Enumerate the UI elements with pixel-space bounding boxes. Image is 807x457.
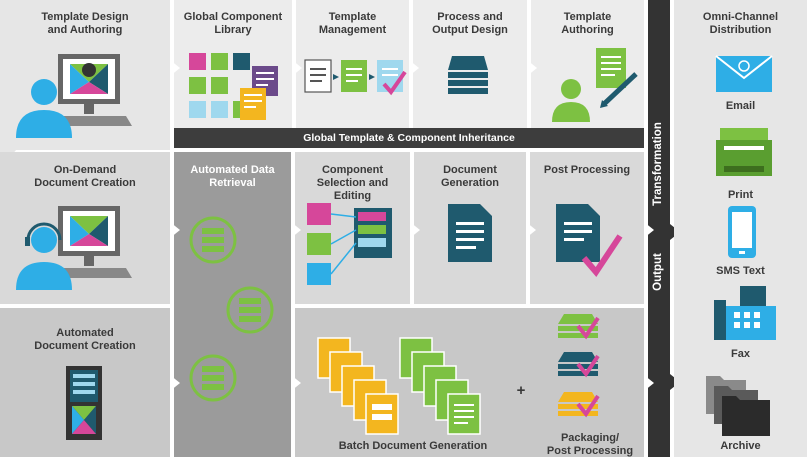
label-print: Print bbox=[727, 189, 754, 201]
label-plus: + bbox=[516, 382, 526, 399]
row1-chevron bbox=[0, 147, 170, 160]
desktop-monitor-icon bbox=[54, 206, 132, 278]
label-inheritance: Global Template & Component Inheritance bbox=[303, 132, 515, 144]
envelope-icon bbox=[715, 55, 773, 92]
document-batch-icon bbox=[399, 337, 481, 435]
transformation-output-column bbox=[648, 0, 670, 457]
label-document-generation: Document Generation bbox=[440, 164, 500, 189]
label-process-output-design: Process and Output Design bbox=[432, 11, 508, 36]
label-template-authoring: Template Authoring bbox=[561, 11, 614, 36]
label-distribution: Omni-Channel Distribution bbox=[702, 11, 779, 36]
database-icon bbox=[189, 354, 237, 402]
database-icon bbox=[226, 286, 274, 334]
document-flow-icon bbox=[304, 59, 407, 96]
desktop-monitor-icon bbox=[54, 54, 132, 126]
package-stack-icon bbox=[558, 352, 600, 378]
paper-stack-icon bbox=[448, 56, 488, 94]
fax-icon bbox=[714, 286, 776, 340]
label-on-demand: On-Demand Document Creation bbox=[34, 164, 136, 189]
package-stack-icon bbox=[558, 392, 600, 418]
label-sms-text: SMS Text bbox=[716, 265, 765, 277]
label-component-library: Global Component Library bbox=[183, 11, 283, 36]
label-packaging: Packaging/ Post Processing bbox=[546, 432, 634, 457]
label-archive: Archive bbox=[720, 440, 761, 452]
label-automated-creation: Automated Document Creation bbox=[34, 327, 136, 352]
inheritance-bar bbox=[174, 128, 644, 148]
database-icon bbox=[189, 216, 237, 264]
document-icon bbox=[448, 204, 492, 262]
label-fax: Fax bbox=[731, 348, 750, 360]
document-check-icon bbox=[556, 204, 623, 277]
label-email: Email bbox=[725, 100, 756, 112]
document-pen-icon bbox=[596, 48, 638, 108]
component-tiles-icon bbox=[189, 53, 278, 120]
user-icon bbox=[16, 79, 72, 138]
server-rack-icon bbox=[66, 366, 102, 440]
printer-icon bbox=[716, 128, 772, 176]
label-automated-data-retrieval: Automated Data Retrieval bbox=[190, 164, 275, 189]
label-post-processing: Post Processing bbox=[543, 164, 631, 176]
folder-archive-icon bbox=[706, 376, 770, 436]
label-batch-generation: Batch Document Generation bbox=[338, 440, 488, 452]
phone-icon bbox=[728, 206, 756, 258]
label-template-design: Template Design and Authoring bbox=[41, 11, 129, 36]
label-template-management: Template Management bbox=[318, 11, 387, 36]
user-icon bbox=[552, 79, 590, 122]
flow-arrows bbox=[170, 60, 654, 391]
document-batch-icon bbox=[317, 337, 399, 435]
component-tiles-icon bbox=[307, 203, 392, 285]
label-component-selection: Component Selection and Editing bbox=[316, 164, 389, 202]
headset-user-icon bbox=[16, 222, 72, 290]
package-stack-icon bbox=[558, 314, 600, 340]
